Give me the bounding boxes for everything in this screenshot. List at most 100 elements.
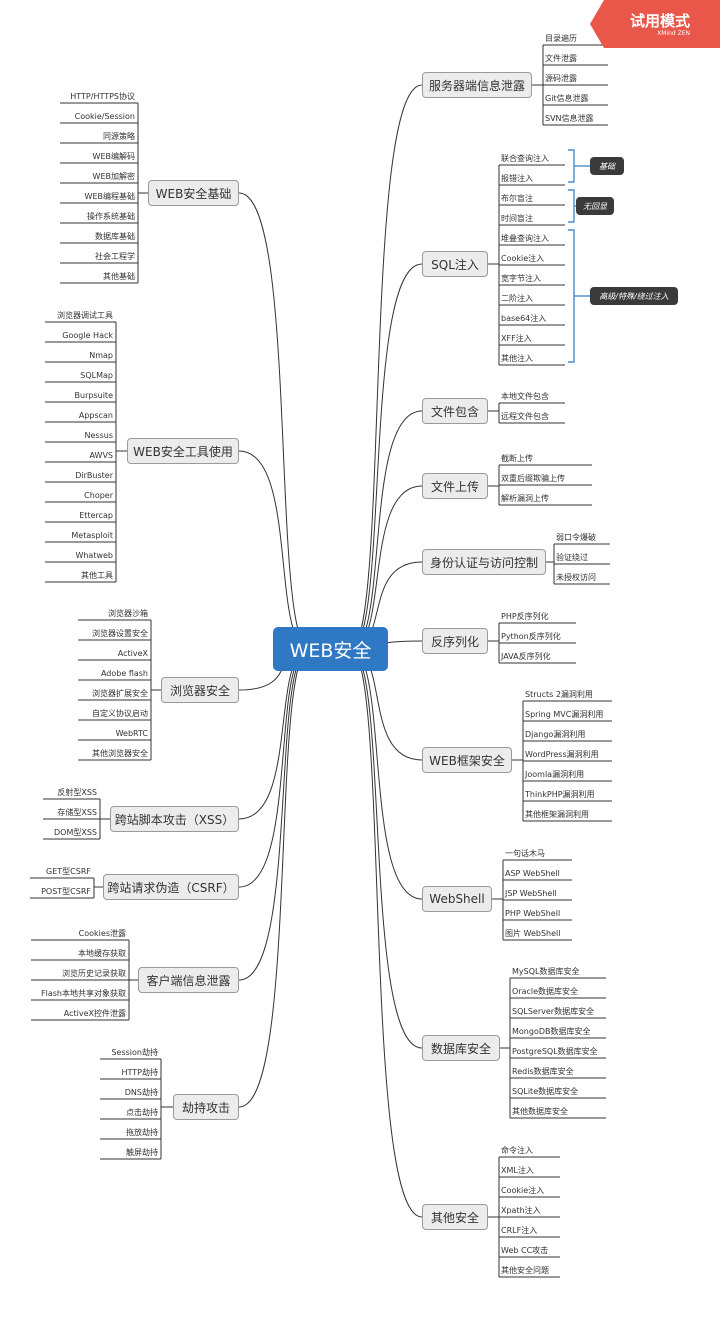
topic-跨站请求伪造（CSRF）[interactable]: 跨站请求伪造（CSRF） [103,874,239,900]
leaf-item[interactable]: XML注入 [501,1166,534,1175]
leaf-item[interactable]: SQLServer数据库安全 [512,1007,595,1016]
leaf-item[interactable]: Choper [84,491,113,500]
leaf-item[interactable]: Appscan [78,411,113,420]
leaf-item[interactable]: ActiveX [117,649,148,658]
leaf-item[interactable]: 其他数据库安全 [512,1107,568,1116]
leaf-item[interactable]: 报错注入 [501,174,533,183]
leaf-item[interactable]: PHP WebShell [505,909,561,918]
leaf-item[interactable]: Python反序列化 [501,632,561,641]
leaf-item[interactable]: 其他安全问题 [501,1266,549,1275]
leaf-item[interactable]: 截断上传 [501,454,533,463]
leaf-item[interactable]: ASP WebShell [505,869,560,878]
topic-WebShell[interactable]: WebShell [422,886,492,912]
leaf-item[interactable]: WebRTC [115,729,148,738]
leaf-item[interactable]: DNS劫持 [124,1088,158,1097]
leaf-item[interactable]: 验证绕过 [556,553,588,562]
leaf-item[interactable]: Web CC攻击 [501,1246,549,1255]
leaf-item[interactable]: Cookie注入 [501,254,545,263]
leaf-item[interactable]: SQLMap [80,371,113,380]
leaf-item[interactable]: Cookie/Session [74,112,135,121]
leaf-item[interactable]: 拖放劫持 [126,1128,158,1137]
leaf-item[interactable]: HTTP劫持 [121,1068,158,1077]
leaf-item[interactable]: 数据库基础 [95,232,135,241]
leaf-item[interactable]: Ettercap [79,511,113,520]
leaf-item[interactable]: Nmap [89,351,113,360]
leaf-item[interactable]: WEB编程基础 [84,192,135,201]
leaf-item[interactable]: 操作系统基础 [87,212,135,221]
leaf-item[interactable]: XFF注入 [501,334,532,343]
leaf-item[interactable]: Redis数据库安全 [512,1067,574,1076]
leaf-item[interactable]: GET型CSRF [46,867,91,876]
leaf-item[interactable]: 浏览器扩展安全 [92,689,148,698]
leaf-item[interactable]: 图片 WebShell [505,929,561,938]
leaf-item[interactable]: ActiveX控件泄露 [63,1009,126,1018]
leaf-item[interactable]: Joomla漏洞利用 [525,770,585,779]
leaf-item[interactable]: Xpath注入 [501,1206,541,1215]
leaf-item[interactable]: 一句话木马 [505,849,545,858]
leaf-item[interactable]: Whatweb [75,551,113,560]
leaf-item[interactable]: CRLF注入 [501,1226,538,1235]
leaf-item[interactable]: WordPress漏洞利用 [525,750,599,759]
leaf-item[interactable]: base64注入 [501,314,547,323]
leaf-item[interactable]: Git信息泄露 [545,94,589,103]
leaf-item[interactable]: Structs 2漏洞利用 [525,690,593,699]
leaf-item[interactable]: WEB加解密 [92,172,135,181]
leaf-item[interactable]: Spring MVC漏洞利用 [525,710,604,719]
topic-跨站脚本攻击（XSS）[interactable]: 跨站脚本攻击（XSS） [110,806,239,832]
leaf-item[interactable]: 目录遍历 [545,34,577,43]
leaf-item[interactable]: 社会工程学 [95,252,135,261]
leaf-item[interactable]: 其他注入 [501,354,533,363]
leaf-item[interactable]: 浏览器沙箱 [108,609,148,618]
leaf-item[interactable]: SQLite数据库安全 [512,1087,579,1096]
central-topic[interactable]: WEB安全 [273,627,388,671]
topic-客户端信息泄露[interactable]: 客户端信息泄露 [138,967,239,993]
leaf-item[interactable]: JAVA反序列化 [501,652,551,661]
topic-其他安全[interactable]: 其他安全 [422,1204,488,1230]
leaf-item[interactable]: PostgreSQL数据库安全 [512,1047,598,1056]
leaf-item[interactable]: Oracle数据库安全 [512,987,579,996]
leaf-item[interactable]: 远程文件包含 [501,412,549,421]
leaf-item[interactable]: 浏览历史记录获取 [62,969,126,978]
topic-文件包含[interactable]: 文件包含 [422,398,488,424]
leaf-item[interactable]: 自定义协议启动 [92,709,148,718]
topic-WEB框架安全[interactable]: WEB框架安全 [422,747,512,773]
leaf-item[interactable]: DirBuster [75,471,113,480]
leaf-item[interactable]: Metasploit [71,531,113,540]
topic-WEB安全基础[interactable]: WEB安全基础 [148,180,239,206]
leaf-item[interactable]: JSP WebShell [505,889,557,898]
leaf-item[interactable]: 触屏劫持 [126,1148,158,1157]
leaf-item[interactable]: 源码泄露 [545,74,577,83]
leaf-item[interactable]: Cookies泄露 [78,929,126,938]
leaf-item[interactable]: 解析漏洞上传 [501,494,549,503]
topic-服务器端信息泄露[interactable]: 服务器端信息泄露 [422,72,532,98]
leaf-item[interactable]: SVN信息泄露 [545,114,594,123]
leaf-item[interactable]: MySQL数据库安全 [512,967,580,976]
leaf-item[interactable]: POST型CSRF [41,887,91,896]
leaf-item[interactable]: HTTP/HTTPS协议 [70,92,135,101]
leaf-item[interactable]: Adobe flash [100,669,148,678]
topic-SQL注入[interactable]: SQL注入 [422,251,488,277]
leaf-item[interactable]: 布尔盲注 [501,194,533,203]
leaf-item[interactable]: 宽字节注入 [501,274,541,283]
leaf-item[interactable]: Cookie注入 [501,1186,545,1195]
leaf-item[interactable]: 未授权访问 [556,573,596,582]
leaf-item[interactable]: 其他基础 [103,272,135,281]
leaf-item[interactable]: WEB编解码 [92,152,135,161]
leaf-item[interactable]: 浏览器调试工具 [57,311,113,320]
leaf-item[interactable]: Nessus [84,431,113,440]
leaf-item[interactable]: Django漏洞利用 [525,730,586,739]
leaf-item[interactable]: 命令注入 [501,1146,533,1155]
leaf-item[interactable]: 时间盲注 [501,214,533,223]
leaf-item[interactable]: 其他浏览器安全 [92,749,148,758]
topic-身份认证与访问控制[interactable]: 身份认证与访问控制 [422,549,546,575]
leaf-item[interactable]: 浏览器设置安全 [92,629,148,638]
leaf-item[interactable]: 文件泄露 [545,54,577,63]
topic-反序列化[interactable]: 反序列化 [422,628,488,654]
topic-文件上传[interactable]: 文件上传 [422,473,488,499]
leaf-item[interactable]: MongoDB数据库安全 [512,1027,591,1036]
topic-WEB安全工具使用[interactable]: WEB安全工具使用 [127,438,239,464]
leaf-item[interactable]: 联合查询注入 [501,154,549,163]
leaf-item[interactable]: 本地缓存获取 [78,949,126,958]
leaf-item[interactable]: 本地文件包含 [501,392,549,401]
leaf-item[interactable]: 其他框架漏洞利用 [525,810,589,819]
